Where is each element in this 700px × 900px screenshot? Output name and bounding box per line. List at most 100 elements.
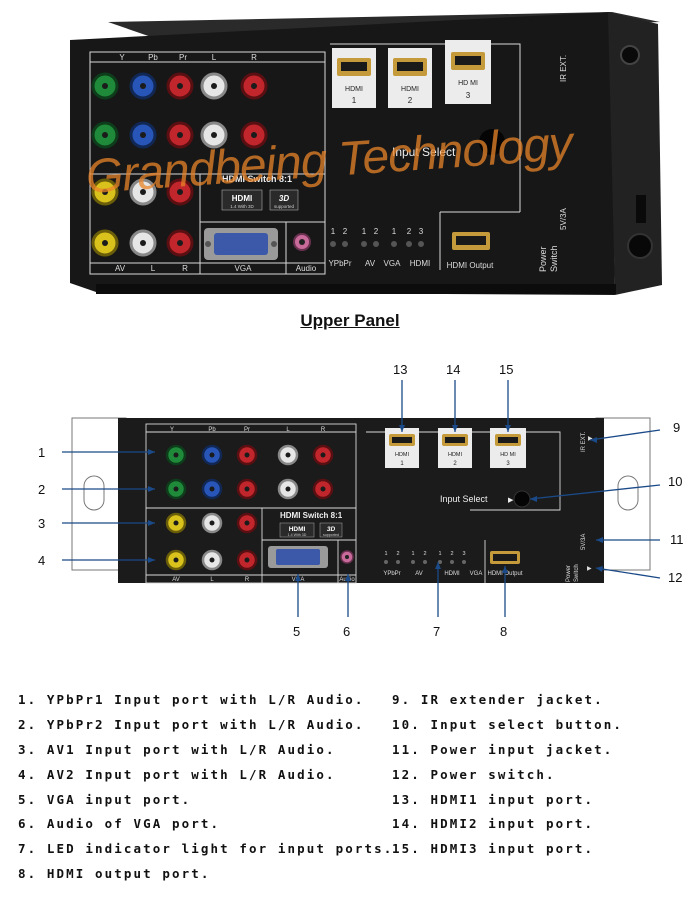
label-audio: Audio (296, 264, 317, 273)
header-r: R (251, 53, 257, 62)
led-group-av: AV (365, 259, 376, 268)
mounting-flange-left (71, 417, 127, 571)
upper-panel-title: Upper Panel (300, 311, 400, 330)
diag-led-av-2 (423, 560, 427, 564)
hdmi-output-label: HDMI Output (447, 261, 494, 270)
diag-power-label: Power (566, 565, 572, 582)
callout-3: 3 (38, 516, 45, 531)
diag-header-y: Y (170, 427, 174, 433)
callout-15: 15 (499, 362, 513, 377)
legend-item-13: 13. HDMI1 input port. (392, 791, 595, 807)
header-pb: Pb (148, 53, 158, 62)
diagram-panel (118, 418, 604, 583)
callout-4: 4 (38, 553, 45, 568)
3d-logo-text: 3D (279, 194, 289, 203)
label-av: AV (115, 264, 126, 273)
legend-item-8: 8. HDMI output port. (18, 866, 211, 882)
diag-led-group-ypbpr: YPbPr (383, 571, 400, 577)
callout-12: 12 (668, 570, 682, 585)
header-y: Y (119, 53, 125, 62)
rca-row-ypbpr1 (91, 72, 268, 100)
diag-led-group-av: AV (415, 571, 423, 577)
led-number-5: 1 (392, 227, 397, 236)
ir-ext-jack[interactable] (620, 45, 640, 65)
five-v-label: 5V/3A (559, 208, 568, 230)
label-av-l: L (151, 264, 156, 273)
led-ypbpr-1 (330, 241, 336, 247)
diag-header-r: R (321, 427, 326, 433)
legend-item-1: 1. YPbPr1 Input port with L/R Audio. (18, 692, 365, 707)
diag-3d-logo-box (319, 522, 343, 538)
diag-hdmi3-num: 3 (506, 461, 510, 467)
legend-column-right: 9. IR extender jacket. 10. Input select … (392, 688, 623, 862)
hdmi-logo-sub: 1.4 With 3D (230, 204, 254, 209)
legend-item-4: 4. AV2 Input port with L/R Audio. (18, 766, 336, 782)
led-vga (391, 241, 397, 247)
callout-1: 1 (38, 445, 45, 460)
chassis-side-face (608, 12, 662, 295)
diagram-grid-lines (145, 423, 561, 584)
diag-led-hdmi-3 (462, 560, 466, 564)
diag-header-pr: Pr (244, 427, 250, 433)
diag-label-av: AV (172, 577, 180, 583)
callout-6: 6 (343, 624, 350, 639)
diag-led-number-5: 1 (438, 551, 441, 557)
hdmi-input-1-num: 1 (352, 96, 357, 105)
legend-item-11: 11. Power input jacket. (392, 741, 614, 757)
diag-header-pb: Pb (208, 427, 216, 433)
legend-item-3: 3. AV1 Input port with L/R Audio. (18, 741, 336, 757)
mounting-flange-right (595, 417, 651, 571)
diag-led-group-hdmi: HDMI (444, 571, 460, 577)
diag-led-group-vga: VGA (470, 571, 483, 577)
led-number-7: 3 (419, 227, 424, 236)
power-switch[interactable] (627, 233, 653, 259)
hdmi-input-2-label: HDMI (401, 86, 419, 93)
hdmi-logo-box (221, 189, 263, 211)
leader-lines (62, 380, 661, 617)
legend-column-left: 1. YPbPr1 Input port with L/R Audio. 2. … (18, 688, 393, 887)
diag-label-av-l: L (210, 577, 214, 583)
ir-ext-label: IR EXT. (559, 55, 568, 82)
legend-item-14: 14. HDMI2 input port. (392, 816, 595, 832)
device-photo: Y Pb Pr L R AV L R VGA (70, 12, 662, 295)
legend-item-12: 12. Power switch. (392, 766, 556, 782)
input-select-button[interactable] (479, 129, 505, 155)
diag-input-select-button (513, 490, 531, 508)
callout-9: 9 (673, 420, 680, 435)
diag-model-name: HDMI Switch 8:1 (280, 511, 343, 520)
hdmi-input-3-num: 3 (466, 91, 471, 100)
led-number-6: 2 (407, 227, 412, 236)
port-grid-lines (89, 43, 521, 275)
hdmi-input-3: HD MI 3 (445, 40, 491, 104)
label-av-r: R (182, 264, 188, 273)
diag-hdmi-input-2: HDMI 2 (438, 428, 472, 468)
led-indicators (330, 241, 424, 247)
vga-screw-left (205, 241, 211, 247)
legend-item-9: 9. IR extender jacket. (392, 692, 604, 707)
switch-label: Switch (549, 245, 559, 272)
diag-3d-logo-text: 3D (327, 526, 336, 533)
legend-item-6: 6. Audio of VGA port. (18, 816, 221, 832)
power-input-jack[interactable] (636, 195, 646, 223)
header-pr: Pr (179, 53, 187, 62)
led-group-ypbpr: YPbPr (328, 259, 351, 268)
upper-panel-diagram: Y Pb Pr L R AV L R VGA (38, 362, 684, 639)
diag-ir-ext-label: IR EXT. (581, 431, 587, 452)
diag-led-number-1: 1 (384, 551, 387, 557)
callout-5: 5 (293, 624, 300, 639)
legend-item-5: 5. VGA input port. (18, 791, 192, 807)
diag-ir-arrow-icon: ▶ (588, 436, 593, 442)
diag-hdmi1-label: HDMI (395, 452, 410, 458)
diag-3d-logo-sub: supported (323, 533, 339, 537)
led-number-1: 1 (331, 227, 336, 236)
diag-led-ypbpr-2 (396, 560, 400, 564)
legend-item-10: 10. Input select button. (392, 716, 624, 732)
hdmi-input-1-label: HDMI (345, 86, 363, 93)
3d-logo-sub: supported (274, 204, 295, 209)
hdmi-input-2-num: 2 (408, 96, 413, 105)
diag-led-number-4: 2 (423, 551, 426, 557)
callout-14: 14 (446, 362, 460, 377)
callout-10: 10 (668, 474, 682, 489)
diag-header-l: L (286, 427, 290, 433)
led-hdmi-2 (418, 241, 424, 247)
